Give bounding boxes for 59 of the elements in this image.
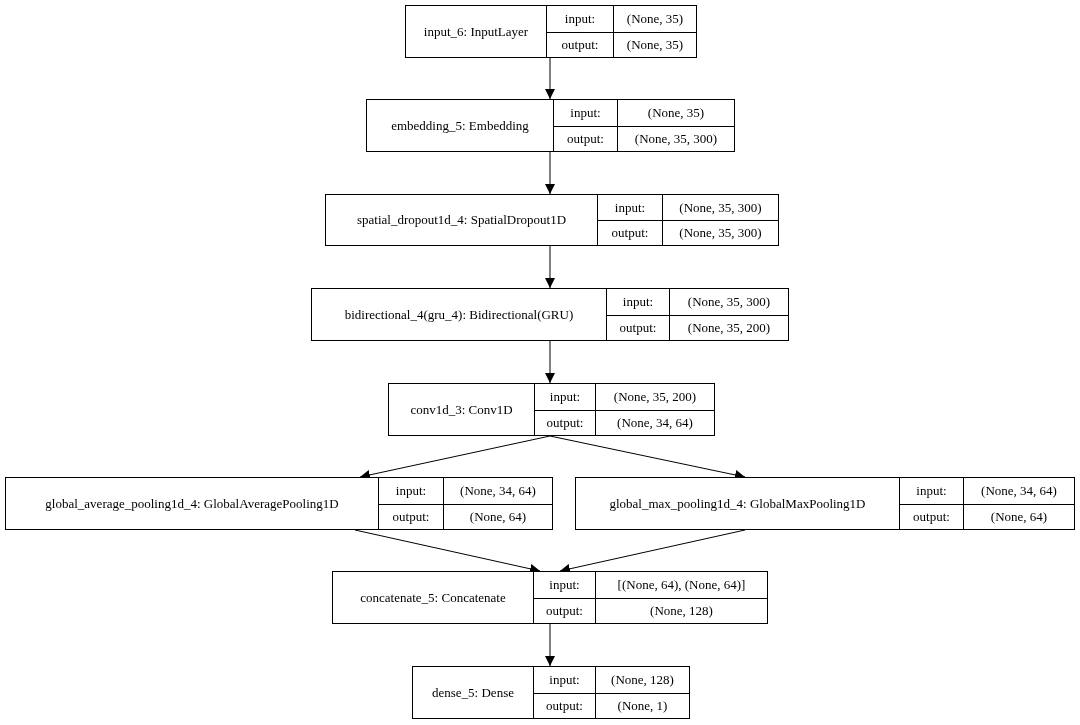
shape-label: input: <box>534 384 595 410</box>
shape-label: output: <box>533 597 595 623</box>
shape-label: input: <box>597 195 662 220</box>
arrow <box>545 151 555 195</box>
shape-label: output: <box>546 31 613 57</box>
shape-label: input: <box>546 6 613 32</box>
shape-label: output: <box>534 409 595 435</box>
shape-value: (None, 34, 64) <box>443 478 552 504</box>
shape-label: input: <box>899 478 963 504</box>
shape-value: (None, 35, 200) <box>595 384 714 410</box>
shape-label: input: <box>533 572 595 598</box>
shape-value: (None, 128) <box>595 667 689 693</box>
layer-name: bidirectional_4(gru_4): Bidirectional(GRU) <box>343 305 575 324</box>
shape-label: output: <box>606 314 669 340</box>
shape-label: output: <box>553 125 617 151</box>
layer-name: dense_5: Dense <box>431 683 515 702</box>
layer-name: embedding_5: Embedding <box>390 116 530 135</box>
shape-value: (None, 35, 300) <box>662 220 778 245</box>
shape-value: (None, 35, 300) <box>662 195 778 220</box>
layer-box <box>325 194 779 246</box>
layer-name: global_average_pooling1d_4: GlobalAveragePooling1D <box>44 494 340 513</box>
layer-name: conv1d_3: Conv1D <box>409 400 514 419</box>
layer-box <box>366 99 735 152</box>
layer-box <box>575 477 1075 530</box>
shape-value: (None, 35) <box>613 6 696 32</box>
shape-label: output: <box>899 503 963 529</box>
layer-name: input_6: InputLayer <box>422 22 530 41</box>
layer-box <box>332 571 768 624</box>
shape-label: input: <box>606 289 669 315</box>
shape-value: (None, 128) <box>595 597 767 623</box>
layer-name: concatenate_5: Concatenate <box>359 588 507 607</box>
layer-box <box>311 288 789 341</box>
shape-value: [(None, 64), (None, 64)] <box>595 572 767 598</box>
shape-label: output: <box>378 503 443 529</box>
shape-value: (None, 64) <box>443 503 552 529</box>
shape-value: (None, 64) <box>963 503 1074 529</box>
shape-value: (None, 35, 200) <box>669 314 788 340</box>
shape-label: input: <box>553 100 617 126</box>
shape-value: (None, 35, 300) <box>669 289 788 315</box>
layer-box <box>405 5 697 58</box>
shape-label: input: <box>378 478 443 504</box>
shape-value: (None, 35) <box>617 100 734 126</box>
shape-value: (None, 34, 64) <box>963 478 1074 504</box>
shape-label: output: <box>597 220 662 245</box>
arrow <box>545 340 555 384</box>
shape-value: (None, 35, 300) <box>617 125 734 151</box>
layer-box <box>5 477 553 530</box>
layer-name: global_max_pooling1d_4: GlobalMaxPooling1D <box>608 494 867 513</box>
layer-name: spatial_dropout1d_4: SpatialDropout1D <box>355 211 568 229</box>
arrow <box>545 57 555 100</box>
shape-label: output: <box>533 692 595 718</box>
arrow <box>545 245 555 289</box>
shape-value: (None, 1) <box>595 692 689 718</box>
shape-value: (None, 34, 64) <box>595 409 714 435</box>
arrow <box>545 623 555 667</box>
layer-box <box>388 383 715 436</box>
shape-label: input: <box>533 667 595 693</box>
layer-box <box>412 666 690 719</box>
shape-value: (None, 35) <box>613 31 696 57</box>
